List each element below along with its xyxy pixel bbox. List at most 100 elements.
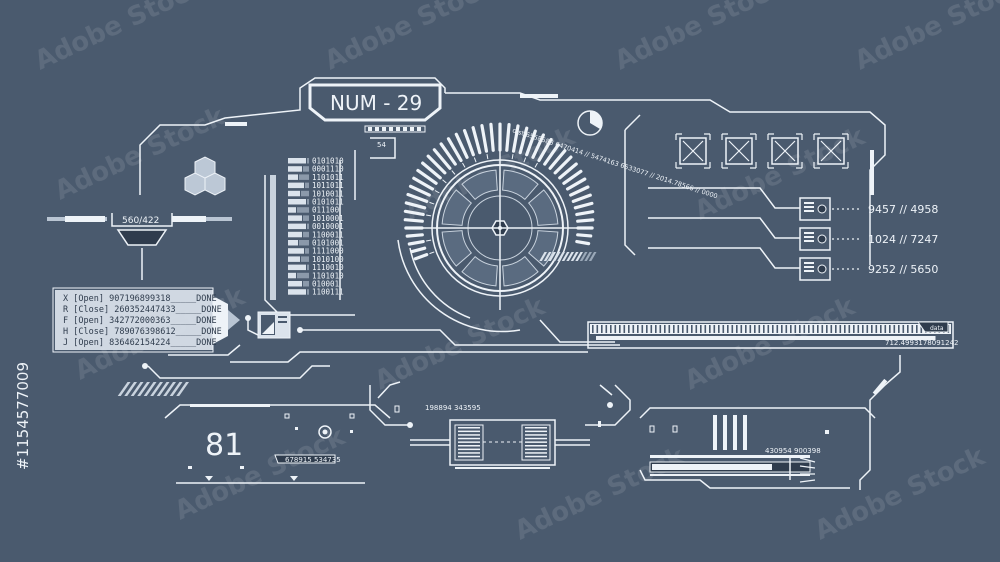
progress-tick (853, 325, 855, 333)
dial-ray (405, 233, 424, 238)
progress-tick (655, 325, 657, 333)
binary-bars (288, 158, 309, 295)
dial-ray (576, 233, 593, 238)
progress-tick (623, 325, 626, 333)
top-frame (139, 77, 886, 265)
document-icon (245, 311, 291, 339)
progress-tick (709, 325, 711, 333)
binary-code: 011100 (312, 206, 340, 215)
progress-tick (776, 325, 779, 333)
progress-tick (700, 325, 702, 333)
progress-tick (898, 325, 900, 333)
binary-code: 1110010 (312, 263, 344, 272)
binary-bar (288, 231, 302, 238)
readout-3: 9252 // 5650 (868, 263, 938, 276)
status-panel: X [Open] 907196899318_____DONE R [Close]… (52, 287, 330, 379)
watermark-text: Adobe Stock (30, 0, 210, 76)
progress-tick (916, 325, 918, 333)
binary-bar (288, 174, 298, 180)
dial-ray (489, 122, 495, 152)
stripe-mark (575, 252, 584, 261)
progress-tick (659, 325, 662, 333)
binary-bar-rest (307, 223, 309, 230)
progress-tick (884, 325, 887, 333)
dial-ray (505, 122, 511, 152)
dial-ray (565, 177, 587, 191)
readout-1: 9457 // 4958 (868, 203, 938, 216)
chip-pin (525, 427, 547, 429)
status-rows: X [Open] 907196899318_____DONE R [Close]… (63, 294, 222, 348)
progress-tick (596, 325, 599, 333)
binary-bar-rest (307, 264, 309, 271)
dial-segment (441, 189, 473, 226)
dial-ray (406, 192, 429, 203)
progress-fill (596, 336, 936, 340)
binary-code: 1100011 (312, 230, 344, 239)
big-number: 81 (205, 428, 243, 463)
chevron-mark (163, 382, 177, 396)
progress-tick (799, 325, 801, 333)
dial-ray (432, 148, 452, 170)
progress-tick (889, 325, 891, 333)
title-block: NUM - 29 54 (308, 83, 442, 200)
chevron-mark (143, 382, 157, 396)
title-tick-strip (364, 125, 426, 133)
binary-bar (288, 182, 304, 189)
progress-ticks (592, 325, 950, 333)
stripe-mark (570, 252, 579, 261)
binary-code: 1010001 (312, 214, 344, 223)
chip-pin (458, 448, 480, 451)
dial-ray (537, 137, 553, 163)
progress-tick (686, 325, 689, 333)
progress-tick (718, 325, 720, 333)
progress-tick (668, 325, 671, 333)
dial-ray (511, 124, 520, 153)
progress-tick (641, 325, 644, 333)
crosshair-icon (721, 133, 757, 169)
dial-rays (403, 122, 595, 261)
dial-ray (531, 133, 545, 159)
watermark-text: Adobe Stock (370, 291, 550, 396)
progress-tick (808, 325, 810, 333)
progress-tick (592, 325, 594, 333)
progress-tick (826, 325, 828, 333)
watermark-text: Adobe Stock (690, 121, 870, 226)
progress-tick (812, 325, 815, 333)
progress-tick (691, 325, 693, 333)
binary-bar (288, 207, 296, 213)
watermark-text: Adobe Stock (850, 0, 1000, 76)
dial-segment (441, 230, 473, 267)
binary-bar-rest (303, 166, 309, 172)
dial-ray (416, 168, 438, 185)
readout-panel: 9457 // 4958 1024 // 7247 9252 // 5650 (539, 187, 938, 281)
chevron-mark (124, 382, 138, 396)
stripe-mark (557, 252, 566, 261)
chevron-mark (130, 382, 144, 396)
dial-ray (569, 185, 590, 197)
chip-pin (525, 452, 547, 454)
binary-bar-rest (297, 272, 309, 279)
dial-ray (471, 126, 482, 155)
progress-tick (682, 325, 684, 333)
status-row: X [Open] 907196899318_____DONE (63, 294, 217, 304)
binary-bar-rest (297, 207, 309, 213)
dial-ray (412, 176, 435, 191)
binary-code: 0010001 (312, 222, 344, 231)
dial-ray (408, 184, 431, 197)
dial-ray (525, 129, 537, 157)
chip-pin (458, 437, 480, 440)
stripe-mark (539, 252, 548, 261)
dial-ray (543, 143, 560, 166)
binary-bar-rest (305, 182, 309, 189)
chevron-strip (117, 382, 190, 396)
chevron-mark (156, 382, 170, 396)
progress-tick (848, 325, 851, 333)
dial-ray (558, 162, 578, 180)
dial-tick (451, 170, 456, 175)
progress-tick (880, 325, 882, 333)
chevron-mark (169, 382, 183, 396)
progress-tick (875, 325, 878, 333)
chip-pin (458, 427, 480, 429)
dial-tick (429, 251, 435, 255)
binary-code: 1011011 (312, 181, 344, 190)
